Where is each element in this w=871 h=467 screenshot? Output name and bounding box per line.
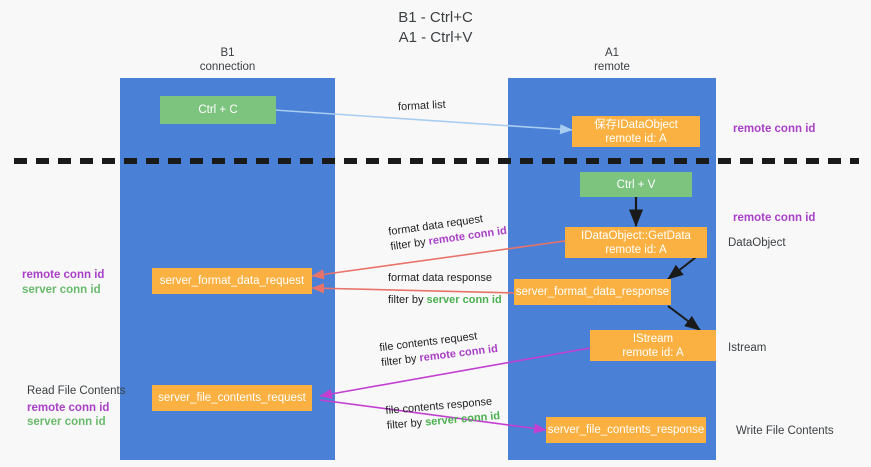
node-ctrl-c[interactable]: Ctrl + C	[160, 96, 276, 124]
separator-dashed-line	[14, 158, 859, 164]
filter-prefix: filter by	[388, 294, 427, 306]
column-header-a1-sub: remote	[594, 61, 630, 73]
side-label-left-remote-conn-id: remote conn id	[22, 269, 105, 281]
node-idataobject-getdata-line1: IDataObject::GetData	[581, 229, 691, 242]
node-istream-line2: remote id: A	[622, 346, 684, 359]
edge-label-format-list: format list	[398, 98, 446, 115]
column-header-a1-name: A1	[604, 47, 620, 59]
node-save-idataobject-line2: remote id: A	[605, 132, 667, 145]
filter-prefix: filter by	[380, 352, 421, 370]
diagram-title: B1 - Ctrl+C A1 - Ctrl+V	[0, 8, 871, 48]
column-header-b1-sub: connection	[199, 61, 256, 73]
filter-prefix: filter by	[386, 416, 426, 432]
edge-label-file-contents-request: file contents request filter by remote c…	[379, 327, 499, 371]
edge-label-format-data-response-text: format data response	[388, 272, 492, 284]
title-line-1: B1 - Ctrl+C	[398, 9, 473, 26]
edge-label-format-data-response-filter: filter by server conn id	[388, 293, 502, 308]
side-label-write-file-contents: Write File Contents	[736, 425, 834, 437]
side-label-remote-conn-id-top: remote conn id	[733, 123, 816, 135]
side-label-remote-conn-id-mid: remote conn id	[733, 212, 816, 224]
side-label-left-remote-conn-id-2: remote conn id	[27, 402, 110, 414]
side-label-left-server-conn-id-2: server conn id	[27, 416, 106, 428]
node-save-idataobject[interactable]: 保存IDataObject remote id: A	[572, 116, 700, 147]
node-server-format-data-request-label: server_format_data_request	[159, 275, 305, 287]
filter-prefix: filter by	[389, 235, 430, 254]
filter-key-server-conn-id: server conn id	[426, 294, 502, 306]
node-server-file-contents-request-label: server_file_contents_request	[158, 392, 306, 404]
node-ctrl-v-label: Ctrl + V	[616, 178, 656, 191]
side-label-left-server-conn-id: server conn id	[22, 284, 101, 296]
side-label-dataobject: DataObject	[728, 237, 786, 249]
edge-label-format-list-text: format list	[397, 98, 446, 114]
node-istream-line1: IStream	[632, 332, 674, 345]
side-label-istream: Istream	[728, 342, 767, 354]
edge-label-format-data-request: format data request filter by remote con…	[387, 209, 508, 255]
node-istream[interactable]: IStream remote id: A	[590, 330, 716, 361]
node-ctrl-c-label: Ctrl + C	[198, 104, 238, 116]
node-server-file-contents-response[interactable]: server_file_contents_response	[546, 417, 706, 443]
column-header-b1-name: B1	[220, 47, 235, 59]
column-header-b1: B1 connection	[120, 46, 335, 74]
node-server-file-contents-request[interactable]: server_file_contents_request	[152, 385, 312, 411]
title-line-2: A1 - Ctrl+V	[398, 29, 473, 46]
node-ctrl-v[interactable]: Ctrl + V	[580, 172, 692, 197]
node-server-format-data-request[interactable]: server_format_data_request	[152, 268, 312, 294]
node-server-format-data-response[interactable]: server_format_data_response	[514, 279, 671, 305]
node-server-format-data-response-label: server_format_data_response	[515, 286, 670, 298]
node-idataobject-getdata-line2: remote id: A	[605, 243, 667, 256]
edge-label-file-contents-response: file contents response filter by server …	[385, 394, 501, 434]
node-save-idataobject-line1: 保存IDataObject	[594, 118, 678, 131]
side-label-read-file-contents: Read File Contents	[27, 385, 126, 397]
node-idataobject-getdata[interactable]: IDataObject::GetData remote id: A	[565, 227, 707, 258]
node-server-file-contents-response-label: server_file_contents_response	[547, 424, 705, 436]
column-header-a1: A1 remote	[508, 46, 716, 74]
edge-label-format-data-response: format data response filter by server co…	[388, 271, 502, 308]
